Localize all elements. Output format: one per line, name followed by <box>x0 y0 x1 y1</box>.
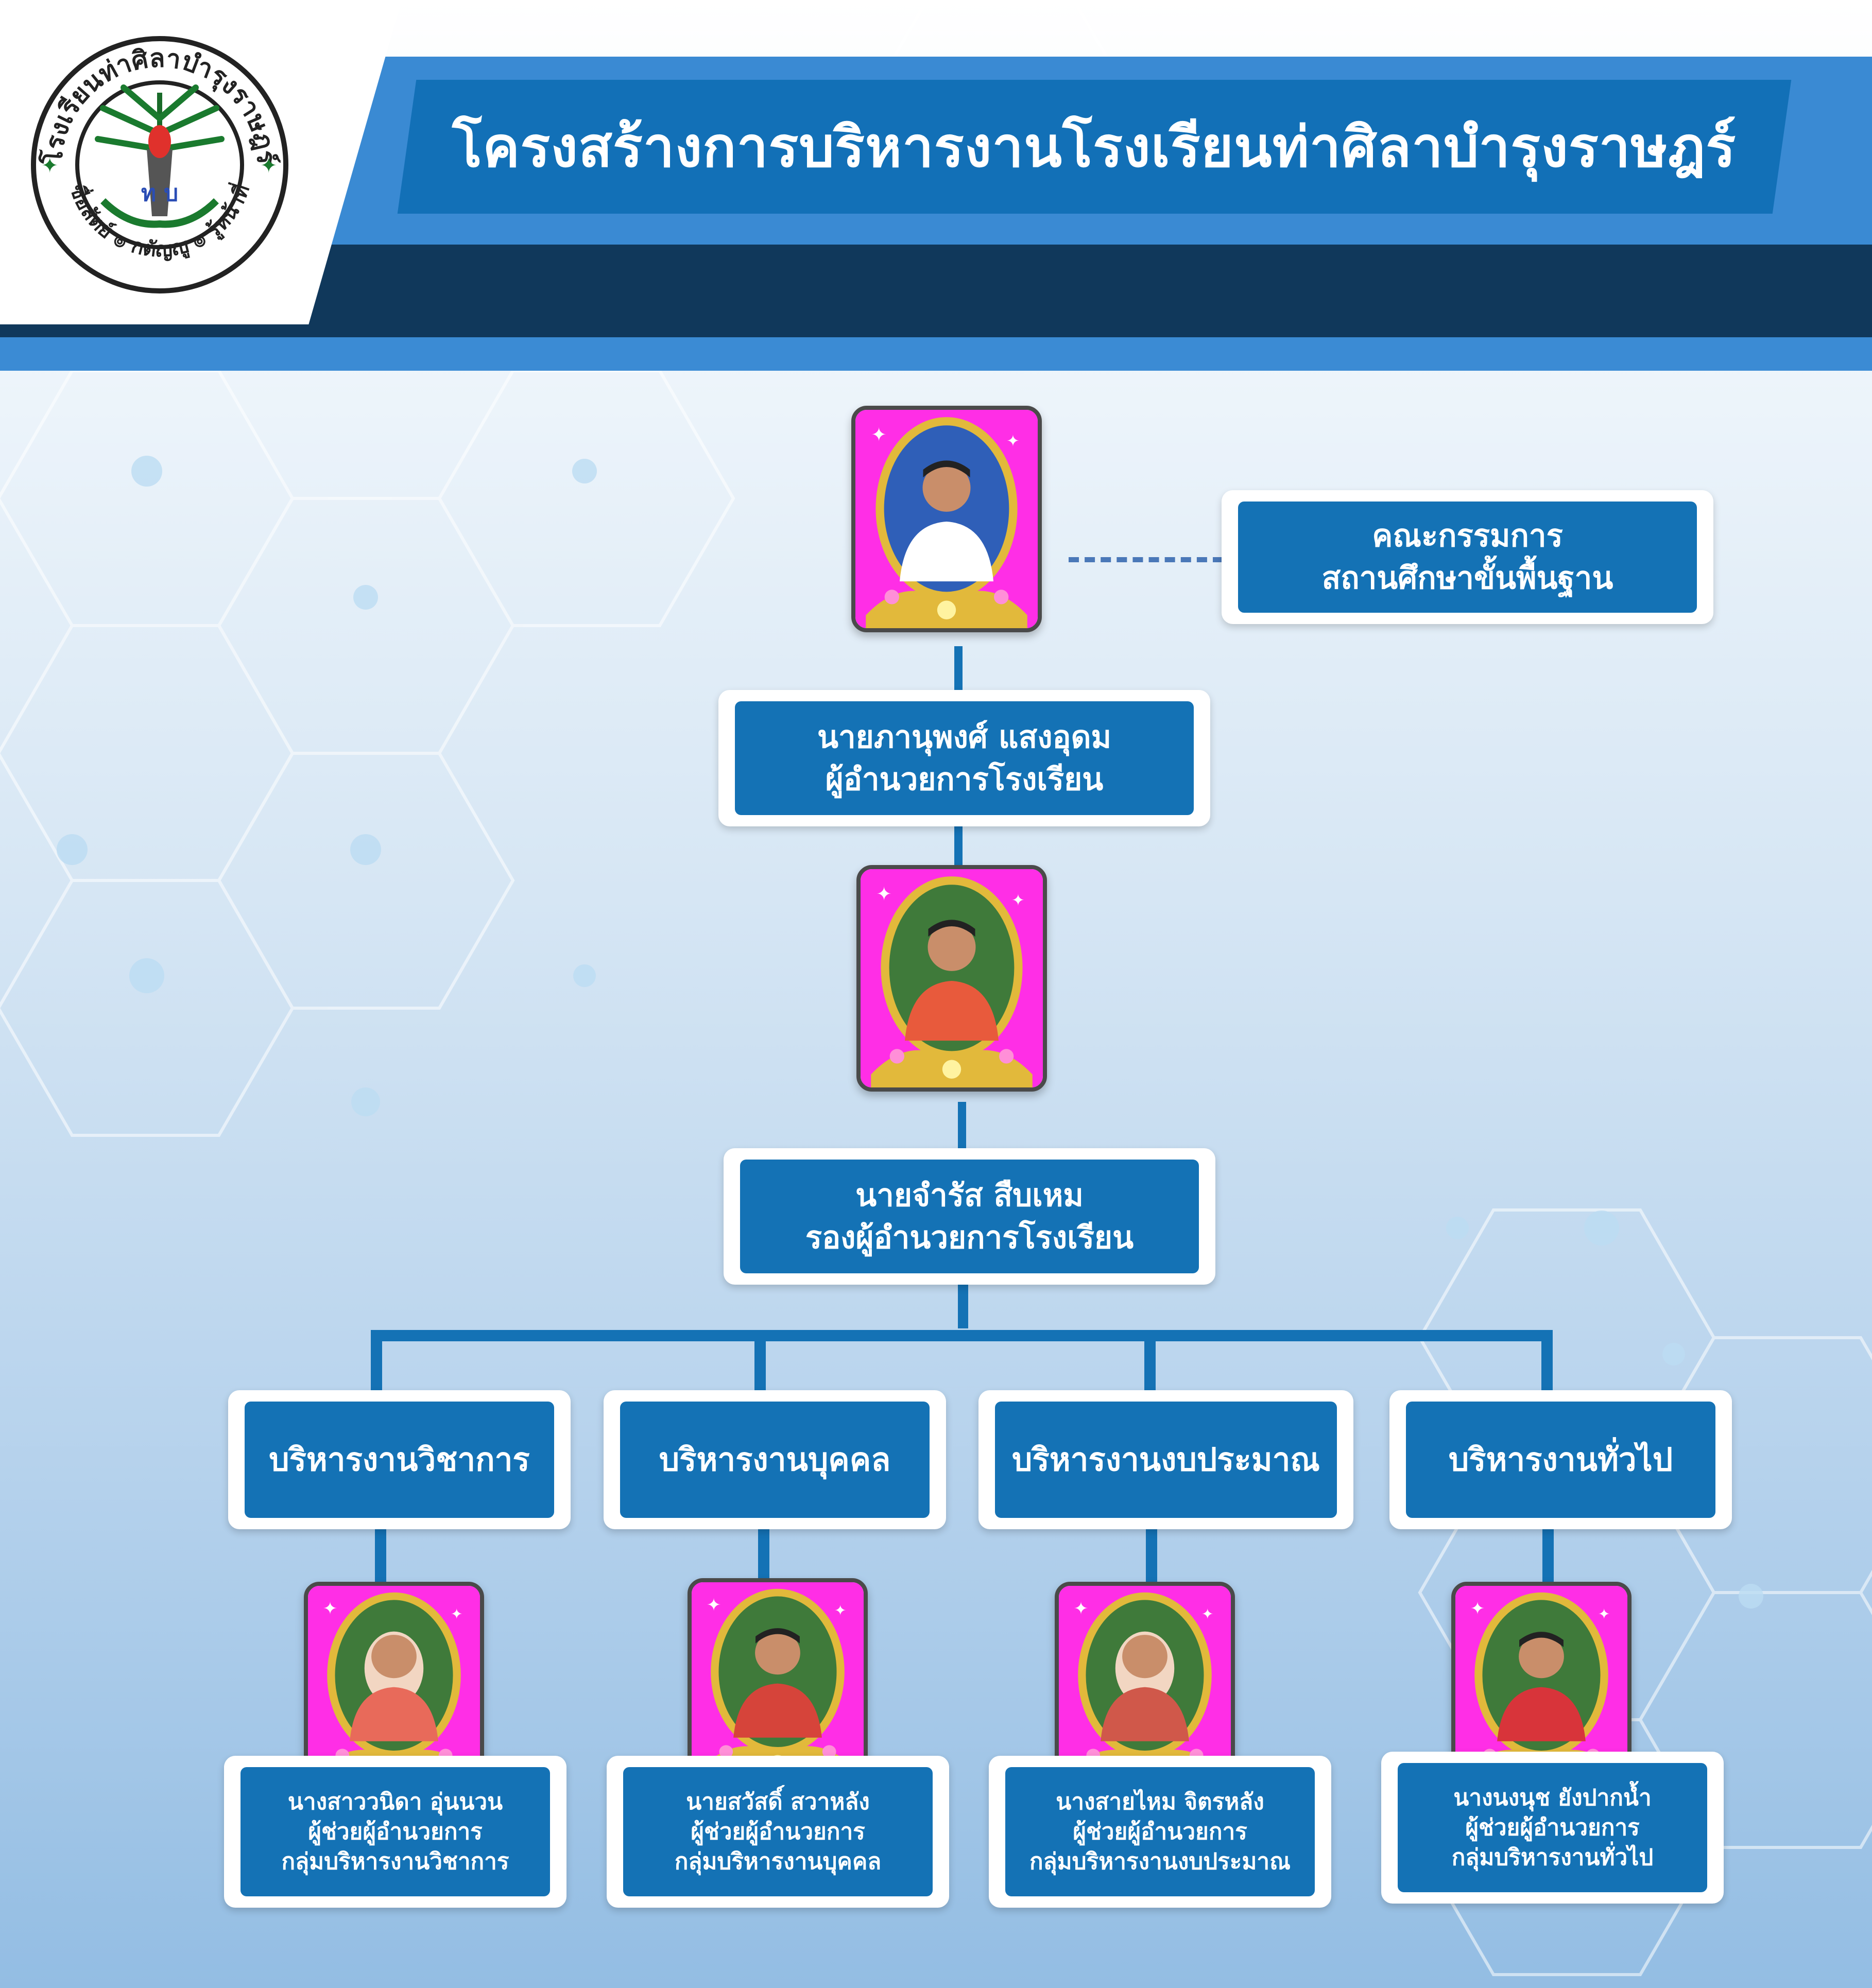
portrait-photo-icon: ✦✦ <box>692 1582 864 1780</box>
assistant-role-academic: ผู้ช่วยผู้อำนวยการ <box>308 1818 483 1845</box>
assistant-box-budget: นางสายไหม จิตรหลัง ผู้ช่วยผู้อำนวยการ กล… <box>989 1756 1331 1908</box>
dept-box-academic: บริหารงานวิชาการ <box>228 1390 571 1529</box>
assistant-role-general: ผู้ช่วยผู้อำนวยการ <box>1465 1814 1640 1841</box>
assistant-group-academic: กลุ่มบริหารงานวิชาการ <box>281 1848 509 1875</box>
svg-text:✦: ✦ <box>1470 1599 1485 1618</box>
connector-branch-dept-2 <box>754 1334 766 1390</box>
title-banner: โครงสร้างการบริหารงานโรงเรียนท่าศิลาบำรุ… <box>397 80 1792 214</box>
portrait-photo-icon: ✦✦ <box>855 410 1038 628</box>
svg-text:✦: ✦ <box>834 1602 847 1619</box>
deputy-name: นายจำรัส สืบเหม <box>855 1177 1084 1214</box>
committee-box: คณะกรรมการ สถานศึกษาขั้นพื้นฐาน <box>1222 490 1713 624</box>
svg-text:✦: ✦ <box>323 1599 338 1618</box>
logo-star-right-icon: ✦ <box>260 154 278 178</box>
deputy-photo: ✦✦ <box>856 865 1047 1092</box>
director-name: นายภานุพงศ์ แสงอุดม <box>817 719 1112 755</box>
connector-branch-dept-3 <box>1144 1334 1156 1390</box>
svg-text:✦: ✦ <box>1011 892 1024 910</box>
dept-label-budget: บริหารงานงบประมาณ <box>995 1402 1337 1518</box>
dept-box-general: บริหารงานทั่วไป <box>1389 1390 1732 1529</box>
director-photo: ✦✦ <box>851 406 1042 632</box>
svg-text:✦: ✦ <box>451 1606 463 1622</box>
svg-text:✦: ✦ <box>876 883 891 905</box>
committee-line-2: สถานศึกษาขั้นพื้นฐาน <box>1321 560 1613 596</box>
portrait-photo-icon: ✦✦ <box>861 869 1043 1087</box>
svg-text:✦: ✦ <box>1598 1606 1610 1622</box>
portrait-photo-icon: ✦✦ <box>308 1586 480 1784</box>
connector-dept-4-to-assistant <box>1542 1529 1554 1586</box>
connector-deputy-to-branch <box>958 1282 968 1328</box>
assistant-role-personnel: ผู้ช่วยผู้อำนวยการ <box>691 1818 865 1845</box>
connector-branch-horizontal <box>371 1330 1553 1341</box>
school-logo: โรงเรียนท่าศิลาบำรุงราษฎร์ ซื่อสัตย์ ๏ ก… <box>31 36 288 293</box>
dept-box-personnel: บริหารงานบุคคล <box>604 1390 946 1529</box>
dept-label-general: บริหารงานทั่วไป <box>1406 1402 1715 1518</box>
deputy-role: รองผู้อำนวยการโรงเรียน <box>805 1219 1134 1256</box>
svg-text:✦: ✦ <box>1074 1599 1089 1618</box>
portrait-photo-icon: ✦✦ <box>1059 1586 1231 1784</box>
assistant-photo-personnel: ✦✦ <box>688 1578 868 1784</box>
connector-dashed-committee <box>1069 557 1223 562</box>
svg-text:✦: ✦ <box>871 424 886 446</box>
assistant-photo-budget: ✦✦ <box>1055 1582 1235 1788</box>
torch-emblem-icon <box>95 84 225 228</box>
logo-star-left-icon: ✦ <box>41 154 59 178</box>
director-role: ผู้อำนวยการโรงเรียน <box>825 761 1104 798</box>
assistant-name-general: นางนงนุช ยังปากน้ำ <box>1453 1784 1652 1811</box>
assistant-box-academic: นางสาววนิดา อุ่นนวน ผู้ช่วยผู้อำนวยการ ก… <box>224 1756 566 1908</box>
assistant-photo-academic: ✦✦ <box>304 1582 484 1788</box>
logo-initials: ท บ <box>141 180 178 206</box>
deputy-name-box: นายจำรัส สืบเหม รองผู้อำนวยการโรงเรียน <box>724 1148 1215 1285</box>
assistant-group-budget: กลุ่มบริหารงานงบประมาณ <box>1029 1848 1291 1875</box>
assistant-name-academic: นางสาววนิดา อุ่นนวน <box>287 1788 503 1815</box>
connector-deputy-photo-to-namebox <box>958 1102 966 1153</box>
page-title: โครงสร้างการบริหารงานโรงเรียนท่าศิลาบำรุ… <box>452 115 1737 180</box>
svg-text:✦: ✦ <box>1006 433 1019 451</box>
connector-dept-1-to-assistant <box>375 1529 386 1586</box>
assistant-role-budget: ผู้ช่วยผู้อำนวยการ <box>1073 1818 1247 1845</box>
connector-dept-3-to-assistant <box>1146 1529 1157 1586</box>
assistant-name-budget: นางสายไหม จิตรหลัง <box>1056 1788 1264 1815</box>
svg-text:✦: ✦ <box>707 1595 722 1615</box>
portrait-photo-icon: ✦✦ <box>1455 1586 1627 1784</box>
connector-branch-dept-1 <box>371 1334 382 1390</box>
connector-branch-dept-4 <box>1541 1334 1553 1390</box>
assistant-group-general: กลุ่มบริหารงานทั่วไป <box>1451 1844 1654 1871</box>
assistant-name-personnel: นายสวัสดิ์ สวาหลัง <box>686 1788 870 1815</box>
connector-dept-2-to-assistant <box>758 1529 769 1586</box>
svg-text:✦: ✦ <box>1201 1606 1214 1622</box>
connector-director-to-namebox <box>954 646 963 693</box>
connector-director-to-deputy <box>954 824 963 873</box>
dept-label-personnel: บริหารงานบุคคล <box>620 1402 930 1518</box>
assistant-box-personnel: นายสวัสดิ์ สวาหลัง ผู้ช่วยผู้อำนวยการ กล… <box>607 1756 949 1908</box>
assistant-group-personnel: กลุ่มบริหารงานบุคคล <box>674 1848 882 1875</box>
dept-label-academic: บริหารงานวิชาการ <box>245 1402 554 1518</box>
dept-box-budget: บริหารงานงบประมาณ <box>978 1390 1353 1529</box>
assistant-box-general: นางนงนุช ยังปากน้ำ ผู้ช่วยผู้อำนวยการ กล… <box>1381 1752 1724 1904</box>
header-bottom-band <box>0 337 1872 371</box>
committee-line-1: คณะกรรมการ <box>1372 518 1563 554</box>
director-name-box: นายภานุพงศ์ แสงอุดม ผู้อำนวยการโรงเรียน <box>718 690 1210 826</box>
